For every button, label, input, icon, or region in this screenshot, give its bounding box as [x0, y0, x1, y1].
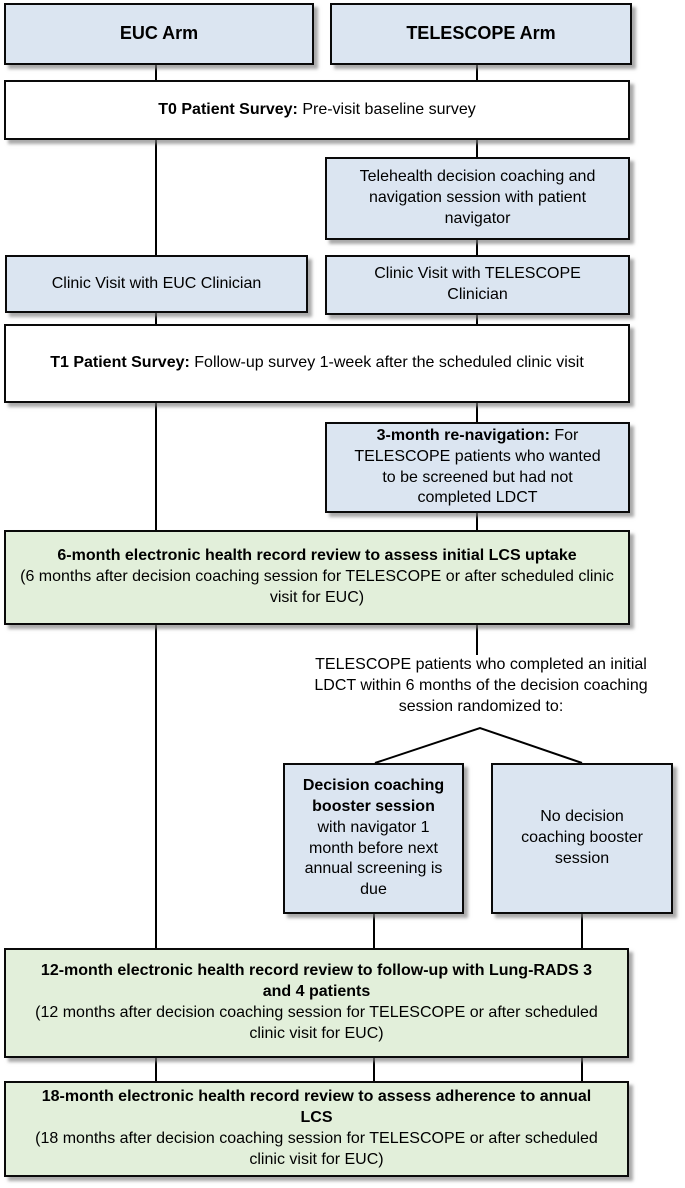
t1-survey-box: T1 Patient Survey: Follow-up survey 1-we… [4, 324, 630, 403]
euc-arm-header-box: EUC Arm [4, 3, 314, 65]
twelve-month-ehr-box: 12-month electronic health record review… [4, 948, 629, 1058]
no-booster-box: No decision coaching booster session [491, 763, 673, 914]
renavigation-text: 3-month re-navigation: For TELESCOPE pat… [354, 426, 601, 507]
telehealth-coaching-text: Telehealth decision coaching and navigat… [359, 168, 596, 227]
six-month-ehr-box: 6-month electronic health record review … [4, 530, 630, 625]
twelve-month-ehr-text: 12-month electronic health record review… [35, 962, 598, 1042]
clinic-visit-euc-text: Clinic Visit with EUC Clinician [51, 274, 262, 292]
eighteen-month-ehr-box: 18-month electronic health record review… [4, 1081, 629, 1177]
telehealth-coaching-box: Telehealth decision coaching and navigat… [325, 157, 630, 240]
no-booster-text: No decision coaching booster session [521, 808, 643, 867]
telescope-arm-label: TELESCOPE Arm [406, 23, 556, 44]
eighteen-month-ehr-text: 18-month electronic health record review… [35, 1088, 598, 1168]
t1-survey-text: T1 Patient Survey: Follow-up survey 1-we… [50, 354, 584, 372]
branch-connector [374, 726, 583, 764]
booster-session-text: Decision coaching booster session with n… [302, 777, 445, 899]
clinic-visit-telescope-text: Clinic Visit with TELESCOPE Clinician [374, 265, 581, 303]
t0-survey-text: T0 Patient Survey: Pre-visit baseline su… [158, 100, 476, 118]
telescope-arm-header-box: TELESCOPE Arm [330, 3, 632, 65]
clinic-visit-euc-box: Clinic Visit with EUC Clinician [5, 255, 308, 313]
renavigation-box: 3-month re-navigation: For TELESCOPE pat… [325, 422, 630, 513]
booster-session-box: Decision coaching booster session with n… [283, 763, 464, 914]
randomization-note: TELESCOPE patients who completed an init… [314, 656, 648, 715]
six-month-ehr-text: 6-month electronic health record review … [20, 547, 614, 606]
euc-arm-label: EUC Arm [119, 23, 199, 44]
t0-survey-box: T0 Patient Survey: Pre-visit baseline su… [4, 80, 630, 140]
clinic-visit-telescope-box: Clinic Visit with TELESCOPE Clinician [325, 255, 630, 315]
